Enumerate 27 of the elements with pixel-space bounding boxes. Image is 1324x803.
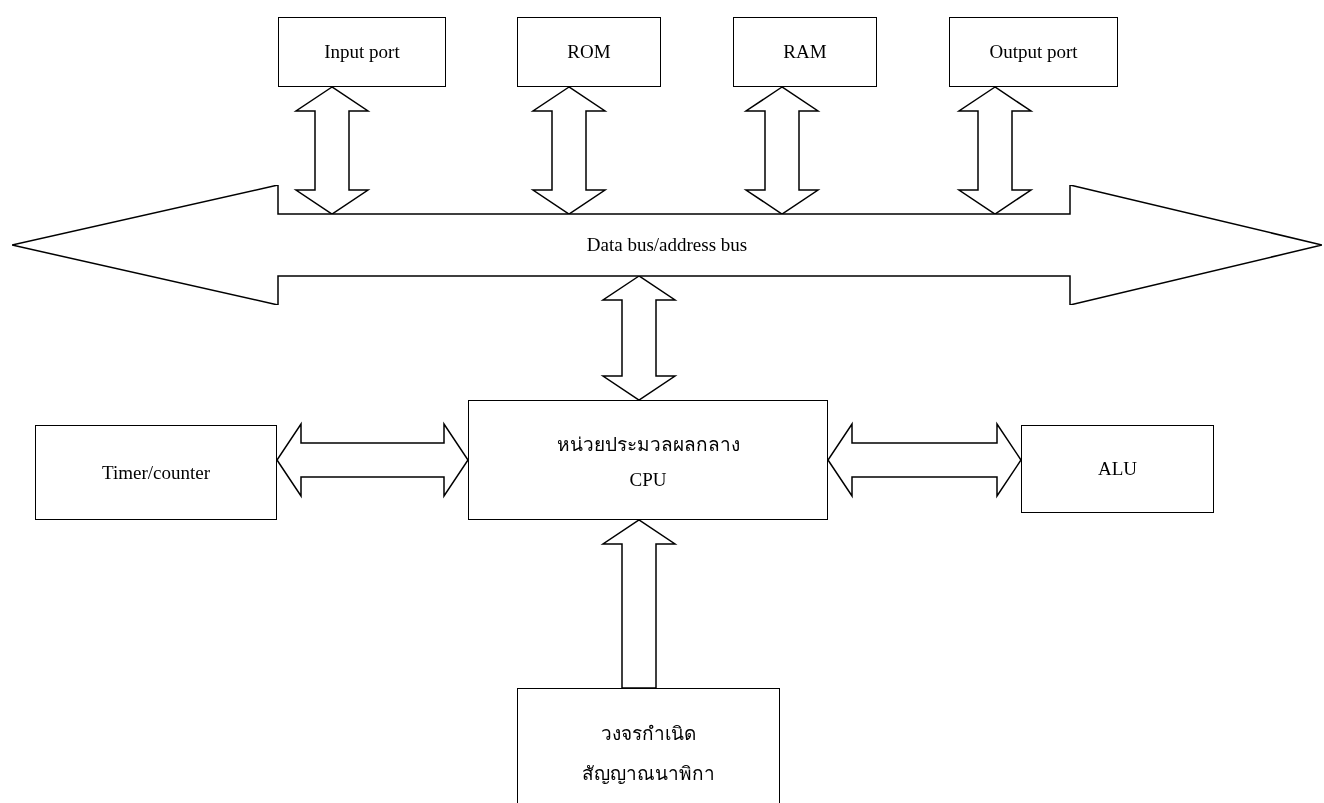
bus-label: Data bus/address bus: [586, 234, 748, 256]
box-label: Input port: [324, 41, 400, 63]
double-arrow: [827, 421, 1022, 499]
box-label: วงจรกำเนิด: [601, 722, 696, 746]
block-box: [733, 17, 877, 87]
box-label: ALU: [1097, 458, 1138, 480]
box-label: สัญญาณนาพิกา: [582, 762, 715, 786]
block-box: [517, 688, 780, 803]
double-arrow: [956, 86, 1034, 215]
double-arrow: [600, 275, 678, 401]
block-box: [468, 400, 828, 520]
box-label: Output port: [989, 41, 1078, 63]
double-arrow: [530, 86, 608, 215]
double-arrow: [743, 86, 821, 215]
arrow: [600, 519, 678, 689]
block-box: [949, 17, 1118, 87]
block-box: [1021, 425, 1214, 513]
box-label: RAM: [783, 41, 827, 63]
box-label: ROM: [567, 41, 611, 63]
box-label: CPU: [629, 469, 667, 491]
double-arrow: [293, 86, 371, 215]
block-box: [35, 425, 277, 520]
block-box: [278, 17, 446, 87]
box-label: Timer/counter: [102, 461, 210, 484]
double-arrow: [276, 421, 469, 499]
box-label: หน่วยประมวลผลกลาง: [556, 433, 740, 457]
block-box: [517, 17, 661, 87]
